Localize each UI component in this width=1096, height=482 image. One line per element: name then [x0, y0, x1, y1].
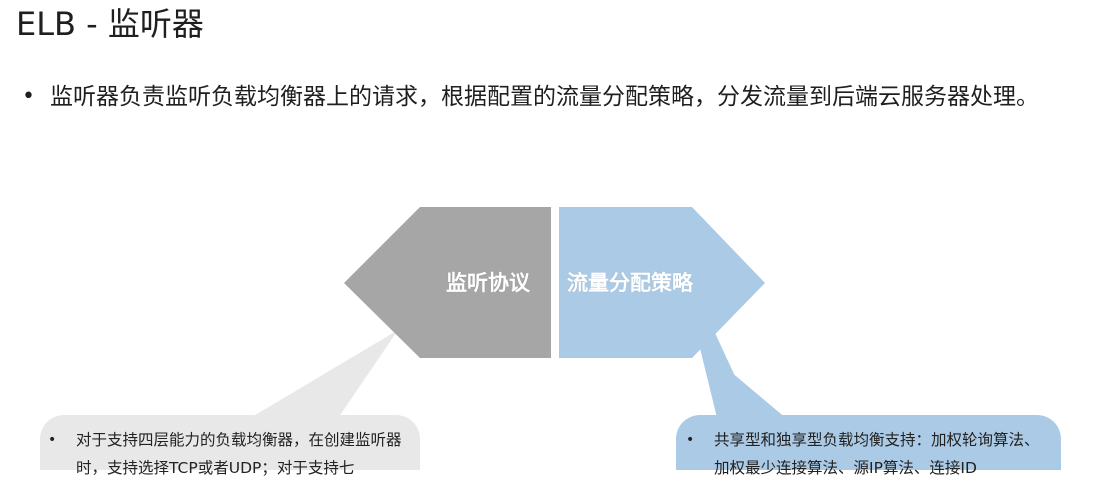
left-callout-content: • 对于支持四层能力的负载均衡器，在创建监听器时，支持选择TCP或者UDP；对于… [48, 426, 418, 482]
left-callout [40, 330, 420, 470]
listener-protocol-shape [344, 207, 551, 358]
slide-title: ELB - 监听器 [16, 5, 204, 43]
right-callout [676, 333, 1061, 470]
traffic-strategy-label: 流量分配策略 [567, 271, 693, 295]
right-callout-bullet-icon: • [686, 432, 695, 448]
right-callout-text: 共享型和独享型负载均衡支持：加权轮询算法、加权最少连接算法、源IP算法、连接ID [714, 431, 1040, 477]
listener-diagram [40, 207, 1061, 470]
left-callout-pointer [230, 330, 398, 430]
left-callout-text: 对于支持四层能力的负载均衡器，在创建监听器时，支持选择TCP或者UDP；对于支持… [76, 431, 402, 477]
left-callout-bullet-icon: • [48, 432, 57, 448]
intro-bullet: • 监听器负责监听负载均衡器上的请求，根据配置的流量分配策略，分发流量到后端云服… [22, 78, 1082, 116]
listener-protocol-label: 监听协议 [446, 271, 530, 295]
right-callout-bubble [676, 415, 1061, 470]
left-callout-bubble [40, 415, 420, 470]
traffic-strategy-shape [559, 207, 765, 358]
right-callout-pointer-top [698, 333, 760, 430]
bullet-dot-icon: • [22, 84, 35, 109]
right-callout-content: • 共享型和独享型负载均衡支持：加权轮询算法、加权最少连接算法、源IP算法、连接… [686, 426, 1046, 482]
intro-text: 监听器负责监听负载均衡器上的请求，根据配置的流量分配策略，分发流量到后端云服务器… [50, 84, 1039, 110]
